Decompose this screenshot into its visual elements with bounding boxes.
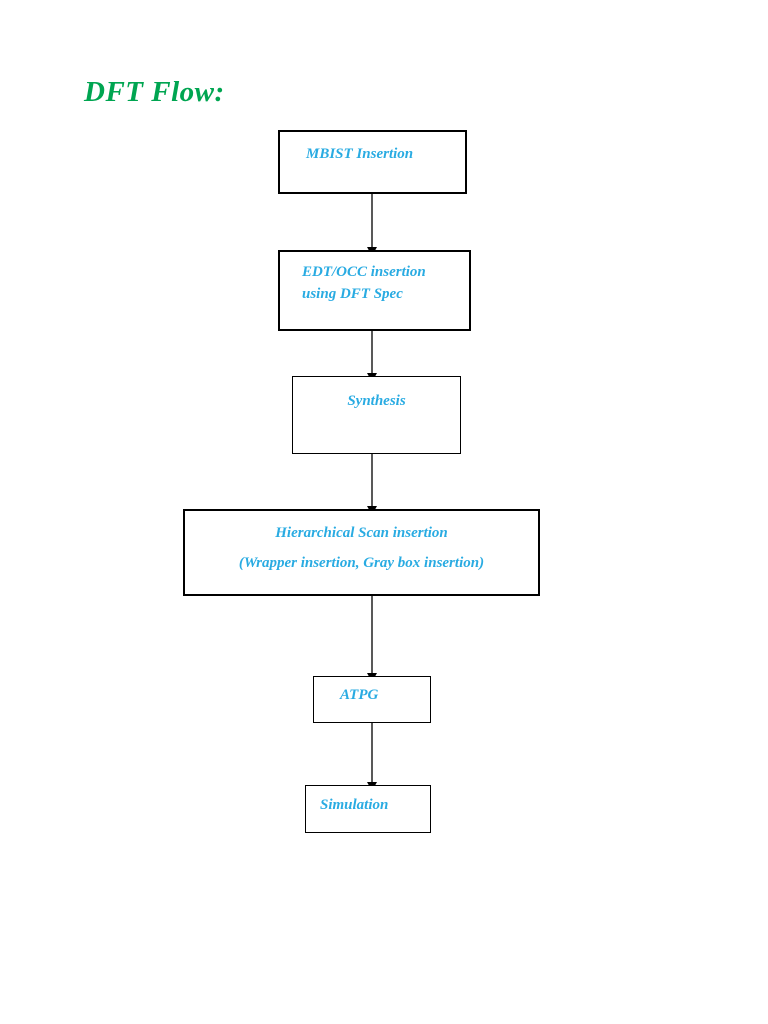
flow-node-simulation[interactable]: Simulation: [305, 785, 433, 835]
connector-atpg-to-simulation: [367, 723, 377, 791]
flow-node-edt-occ-insertion[interactable]: EDT/OCC insertion using DFT Spec: [278, 250, 472, 332]
flow-node-synthesis[interactable]: Synthesis: [292, 376, 461, 454]
flow-node-label-line2: (Wrapper insertion, Gray box insertion): [238, 555, 485, 571]
flow-node-label-line1: EDT/OCC insertion: [302, 264, 426, 280]
connector-synthesis-to-hierarchical-scan: [367, 454, 377, 515]
flow-node-label-line1: Hierarchical Scan insertion: [275, 525, 448, 541]
flow-node-hierarchical-scan-insertion[interactable]: Hierarchical Scan insertion (Wrapper ins…: [183, 509, 541, 597]
connector-hierarchical-scan-to-atpg: [367, 596, 377, 682]
flow-node-label-line2: using DFT Spec: [302, 286, 403, 302]
flow-node-atpg[interactable]: ATPG: [313, 676, 431, 723]
flow-node-mbist-insertion[interactable]: MBIST Insertion: [278, 130, 468, 195]
page-title: DFT Flow:: [84, 76, 225, 108]
flow-node-label: MBIST Insertion: [306, 146, 414, 162]
flow-node-label: Simulation: [320, 797, 389, 813]
flow-node-label: Synthesis: [347, 393, 406, 409]
flow-node-label: ATPG: [340, 687, 379, 703]
connector-edt-to-synthesis: [367, 331, 377, 382]
connector-mbist-to-edt: [367, 194, 377, 256]
